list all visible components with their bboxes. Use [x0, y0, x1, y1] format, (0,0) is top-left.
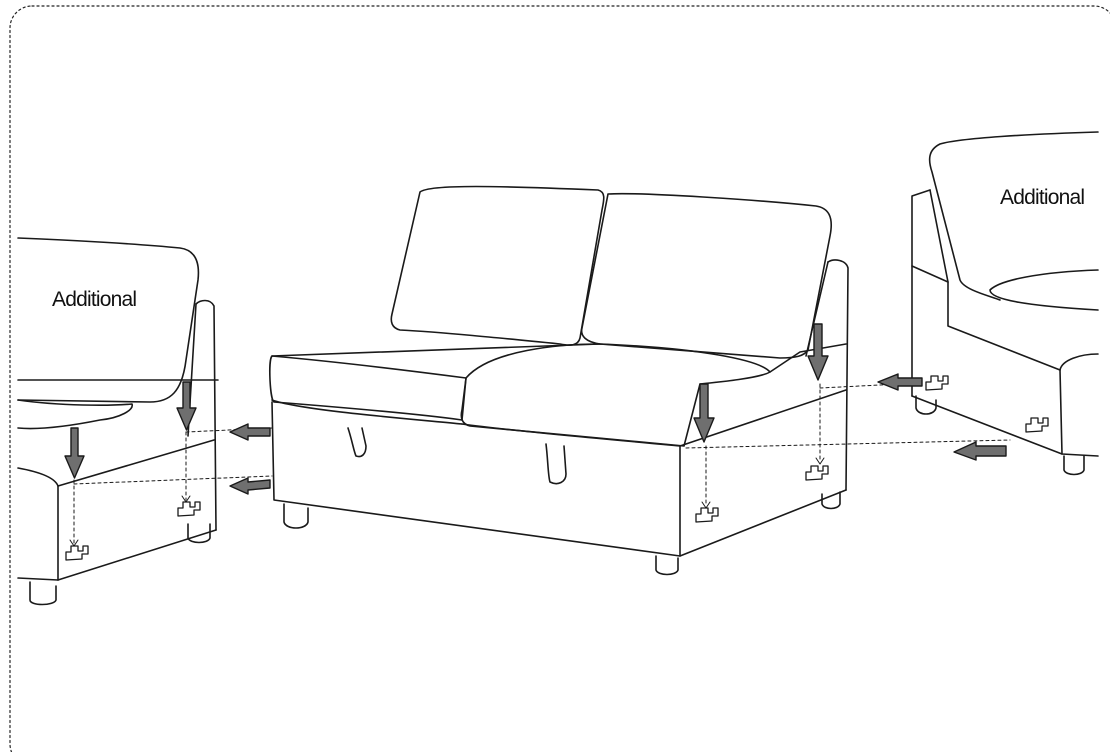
connector-bracket-icon — [926, 376, 948, 390]
arrow-left-icon — [878, 374, 922, 390]
arrow-left-icon — [954, 442, 1006, 460]
connector-bracket-icon — [806, 466, 828, 480]
arrow-down-icon — [177, 382, 196, 430]
connector-bracket-icon — [696, 508, 718, 522]
connector-bracket-icon — [66, 546, 88, 560]
left-module-label: Additional — [52, 288, 136, 312]
center-loveseat — [270, 187, 848, 575]
arrow-left-icon — [230, 424, 270, 440]
connector-bracket-icon — [1026, 418, 1048, 432]
arrow-left-icon — [230, 478, 270, 494]
right-module-label: Additional — [1000, 186, 1084, 210]
arrow-down-icon — [65, 428, 84, 478]
connector-bracket-icon — [178, 502, 200, 516]
right-sofa-module — [912, 132, 1098, 475]
dotted-frame — [10, 6, 1110, 752]
